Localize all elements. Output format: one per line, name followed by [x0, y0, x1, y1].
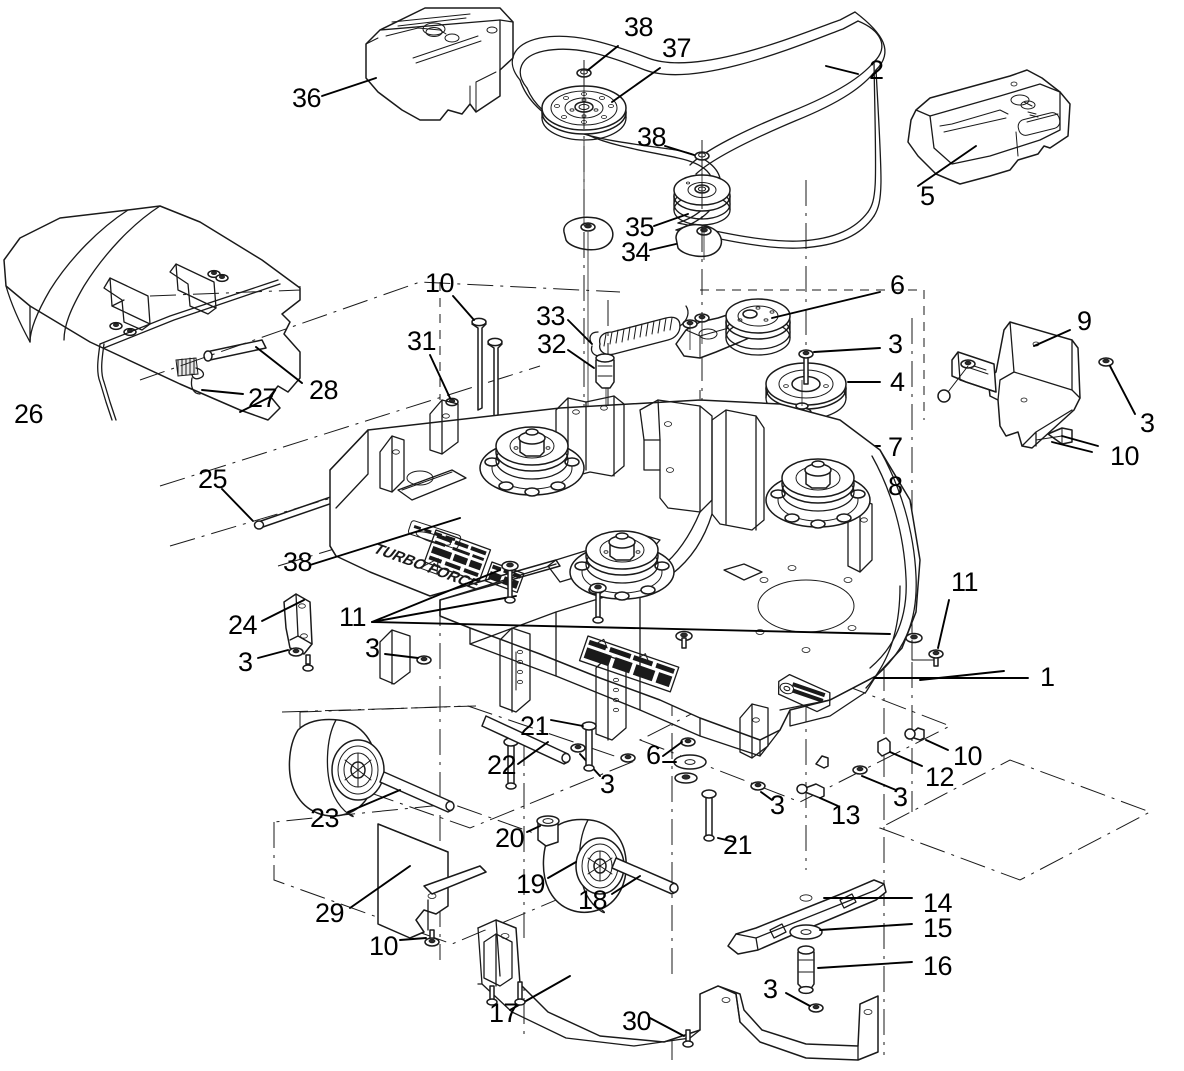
part-11-bolt-right [911, 599, 950, 667]
part-31-nut [429, 354, 459, 407]
callout-10-d: 10 [369, 931, 399, 961]
callout-33: 33 [536, 301, 566, 331]
part-12-spacer [877, 737, 923, 767]
callout-36: 36 [292, 83, 322, 113]
part-3-nuts-lower [570, 743, 897, 801]
callout-20: 20 [495, 823, 525, 853]
part-32-bushing [567, 349, 615, 418]
callout-35: 35 [625, 212, 655, 242]
callout-22: 22 [487, 750, 517, 780]
callout-25: 25 [198, 464, 228, 494]
callout-17: 17 [489, 998, 519, 1028]
callout-3-a: 3 [888, 329, 903, 359]
callout-3-d: 3 [365, 633, 380, 663]
part-33-extension-spring [567, 305, 689, 357]
callout-1: 1 [1040, 662, 1055, 692]
callout-18: 18 [578, 885, 608, 915]
part-5-cover-right [907, 69, 1071, 185]
part-10-bolts-upper-left [452, 295, 503, 423]
callout-14: 14 [923, 888, 953, 918]
callout-11-b: 11 [339, 602, 367, 632]
callout-15: 15 [923, 913, 953, 943]
part-3-nut-baffle [785, 992, 824, 1013]
part-10-pin-right [1035, 427, 1093, 453]
callout-3-g: 3 [770, 790, 785, 820]
part-3-bolt-above-pulley [798, 347, 881, 385]
part-10-pin-deck [904, 727, 949, 751]
callout-12: 12 [925, 762, 955, 792]
part-23-caster-wheel-left [288, 718, 455, 818]
part-30-bolt [649, 1017, 694, 1048]
callout-leader-lines [239, 45, 1099, 681]
callout-27: 27 [248, 383, 278, 413]
callout-5: 5 [920, 181, 935, 211]
part-6-tension-arm-assembly [675, 291, 881, 359]
callout-3-b: 3 [1140, 408, 1155, 438]
callout-10-c: 10 [953, 741, 983, 771]
callout-38-a: 38 [624, 12, 654, 42]
callout-11-a: 11 [951, 567, 979, 597]
callout-10-b: 10 [1110, 441, 1140, 471]
callout-6-b: 6 [646, 740, 661, 770]
callout-3-f: 3 [893, 782, 908, 812]
callout-24: 24 [228, 610, 258, 640]
callout-16: 16 [923, 951, 953, 981]
deck-hardware [309, 517, 950, 843]
part-17-rear-baffle [477, 919, 879, 1061]
callout-21-b: 21 [723, 830, 753, 860]
mounted-spindle-pulleys [479, 426, 871, 601]
callout-3-c: 3 [238, 647, 253, 677]
part-15-washer [789, 923, 913, 940]
part-28-rod [203, 339, 303, 384]
decal-warning-symbol: ! [426, 562, 437, 573]
callout-8: 8 [888, 471, 903, 501]
part-27-spring [175, 357, 244, 395]
callout-28: 28 [309, 375, 339, 405]
callout-2: 2 [869, 55, 884, 85]
part-13-pins [796, 755, 839, 807]
callout-21-a: 21 [520, 711, 550, 741]
callout-32: 32 [537, 329, 567, 359]
part-34-idler-bracket-left [563, 140, 614, 410]
callout-6-a: 6 [890, 270, 905, 300]
part-3-nut-deck-left [384, 653, 432, 665]
callout-3-h: 3 [763, 974, 778, 1004]
callout-4: 4 [890, 367, 905, 397]
callout-30: 30 [622, 1006, 652, 1036]
callout-3-e: 3 [600, 769, 615, 799]
callout-23: 23 [310, 803, 340, 833]
part-22-rod [481, 715, 571, 765]
callout-7: 7 [888, 432, 903, 462]
part-9-bracket-right [937, 321, 1136, 453]
callout-34: 34 [621, 237, 651, 267]
part-29-baffle-plate [349, 823, 487, 947]
part-21-bolts [503, 719, 736, 843]
callout-19: 19 [516, 869, 546, 899]
callout-38-c: 38 [283, 547, 313, 577]
callout-31: 31 [407, 326, 437, 356]
part-16-blade-bolt [797, 945, 913, 995]
part-24-bracket-small [257, 593, 314, 672]
part-26-discharge-chute [3, 205, 301, 421]
callout-10-a: 10 [425, 268, 455, 298]
callout-38-b: 38 [637, 122, 667, 152]
callout-26: 26 [14, 399, 44, 429]
callout-13: 13 [831, 800, 861, 830]
part-36-belt-cover [365, 7, 514, 121]
part-18-axle [611, 857, 679, 895]
callout-9: 9 [1077, 306, 1092, 336]
callout-37: 37 [662, 33, 692, 63]
part-6-washers-lower [662, 737, 707, 784]
part-34-idler-bracket [675, 224, 723, 260]
part-14-blade [727, 879, 913, 955]
part-20-bushing [526, 815, 560, 847]
part-3-nut-right [1098, 357, 1136, 415]
part-10-bolt-baffle [399, 929, 440, 947]
callout-29: 29 [315, 898, 345, 928]
